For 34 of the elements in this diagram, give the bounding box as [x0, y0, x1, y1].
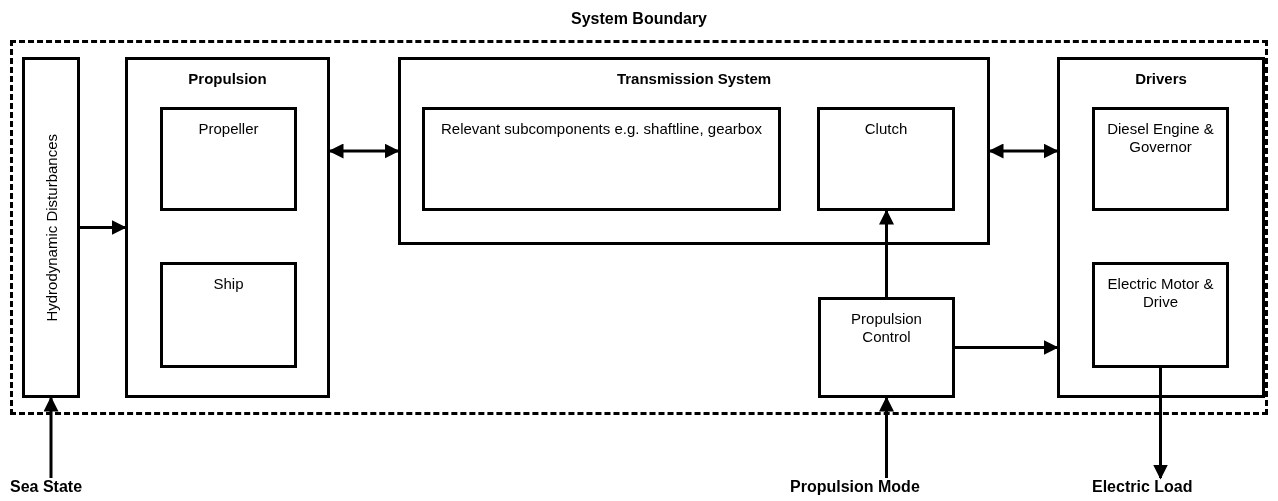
- component-label: Propulsion Control: [850, 310, 923, 346]
- group-box: [398, 57, 990, 245]
- component-label: Electric Motor & Drive: [1106, 275, 1215, 311]
- arrow: [955, 340, 1059, 355]
- group-heading: Drivers: [1134, 70, 1188, 88]
- component-box: [818, 297, 955, 398]
- group-heading: Propulsion: [187, 70, 268, 88]
- arrow: [988, 143, 1059, 159]
- component-box: [1092, 262, 1229, 368]
- component-box: [817, 107, 955, 211]
- signal-label: Sea State: [10, 478, 84, 496]
- signal-label: Electric Load: [1092, 478, 1194, 496]
- component-box: [22, 57, 80, 398]
- arrow: [43, 396, 59, 478]
- arrow: [879, 209, 894, 297]
- arrow: [80, 220, 127, 235]
- component-label: Diesel Engine & Governor: [1106, 120, 1215, 156]
- arrow: [328, 143, 400, 159]
- arrow: [1153, 368, 1168, 480]
- component-label: Propeller: [197, 120, 260, 138]
- component-label: Relevant subcomponents e.g. shaftline, gearbox: [439, 120, 763, 138]
- component-box: [422, 107, 781, 211]
- component-box: [160, 107, 297, 211]
- signal-label: Propulsion Mode: [790, 478, 921, 496]
- arrow: [879, 396, 894, 478]
- boundary-heading: System Boundary: [569, 10, 708, 28]
- component-label: Clutch: [863, 120, 909, 138]
- group-box: [1057, 57, 1265, 398]
- component-box: [160, 262, 297, 368]
- component-label: Hydrodynamic Disturbances: [42, 133, 60, 322]
- group-box: [125, 57, 330, 398]
- group-heading: Transmission System: [615, 70, 773, 88]
- component-label: Ship: [212, 275, 245, 293]
- component-box: [1092, 107, 1229, 211]
